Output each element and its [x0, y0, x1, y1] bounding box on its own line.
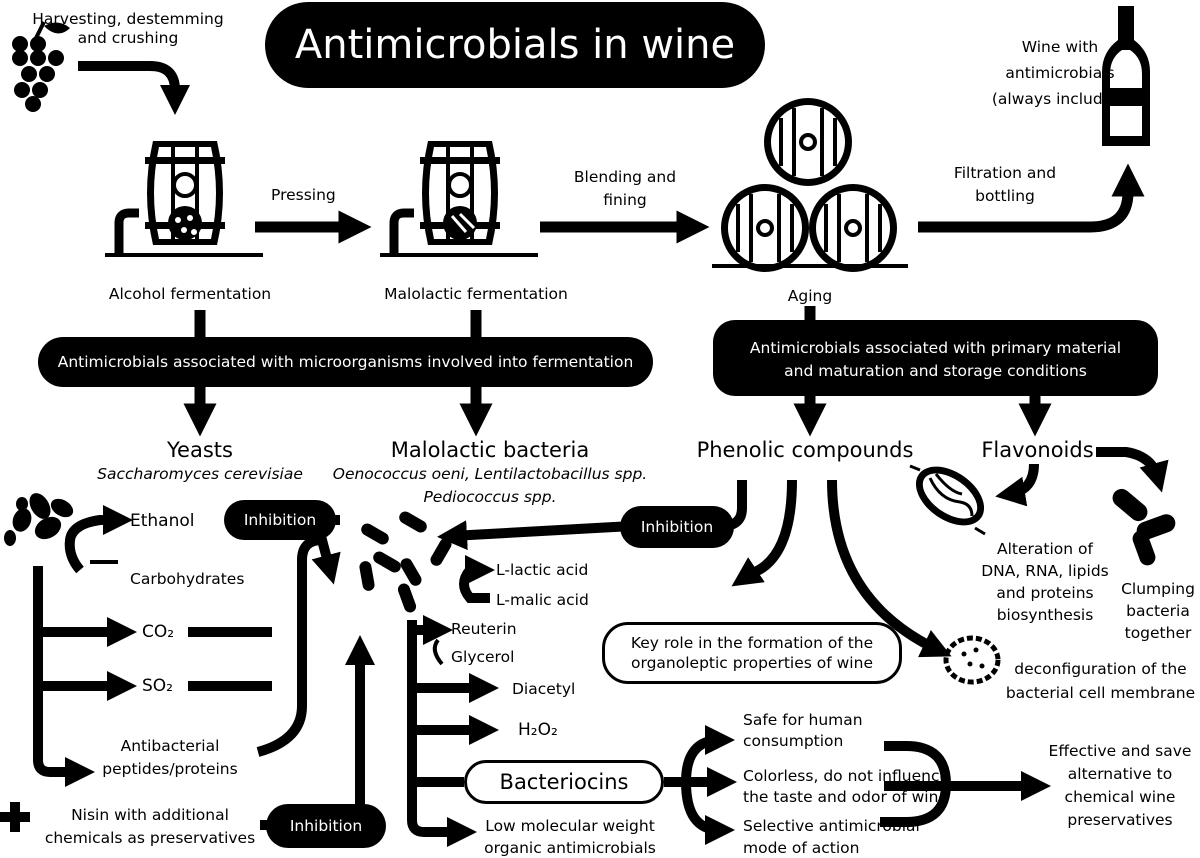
yeast-branches — [33, 505, 341, 787]
selective-line-1: Selective antimicrobial — [743, 817, 920, 835]
wine-bottle-icon — [1102, 6, 1150, 146]
clump-line-3: together — [1124, 624, 1192, 642]
product-nisin-1: Nisin with additional — [71, 806, 229, 824]
banner-microorganisms — [38, 337, 653, 387]
product-lactic: L-lactic acid — [496, 561, 589, 579]
product-co2: CO₂ — [142, 622, 175, 642]
inhibition-pill-phenolic: Inhibition — [620, 506, 734, 548]
product-carbohydrates: Carbohydrates — [130, 570, 245, 588]
dna-line-4: biosynthesis — [996, 606, 1094, 624]
clumped-bacteria-icon — [1112, 488, 1176, 566]
label-blending-2: fining — [603, 191, 647, 209]
dna-line-3: and proteins — [996, 584, 1094, 602]
phenolic-branches — [731, 479, 952, 658]
product-peptides-1: Antibacterial — [120, 737, 220, 755]
cell-membrane-icon — [943, 635, 1001, 685]
barrel-icon — [380, 141, 538, 255]
selective-line-2: mode of action — [743, 839, 860, 857]
product-reuterin: Reuterin — [451, 620, 517, 638]
inhibition-pill-nisin: Inhibition — [266, 804, 386, 848]
group-yeasts: Yeasts — [167, 438, 233, 462]
label-pressing: Pressing — [271, 186, 336, 204]
product-lmw-2: organic antimicrobials — [484, 839, 656, 857]
plus-icon — [0, 802, 30, 832]
group-flavonoids: Flavonoids — [981, 438, 1094, 462]
label-aging: Aging — [787, 287, 833, 305]
group-mlb: Malolactic bacteria — [390, 438, 590, 462]
title-pill — [265, 2, 765, 88]
product-h2o2: H₂O₂ — [518, 720, 558, 740]
group-yeasts-species: Saccharomyces cerevisiae — [97, 465, 303, 483]
label-filtration-1: Filtration and — [953, 164, 1057, 182]
label-harvest: Harvesting, destemming and crushing — [32, 10, 224, 47]
product-glycerol: Glycerol — [451, 648, 515, 666]
membrane-line-2: bacterial cell membrane — [1005, 684, 1196, 702]
barrel-pattern-icon — [175, 212, 476, 235]
inhibition-pill-ethanol: Inhibition — [224, 500, 336, 540]
arrow-bottling — [918, 163, 1145, 233]
group-phenolic: Phenolic compounds — [696, 438, 914, 462]
label-wine-final-2: antimicrobials — [1005, 64, 1115, 82]
safe-line-1: Safe for human — [743, 711, 863, 729]
product-ethanol: Ethanol — [130, 511, 195, 531]
clump-line-1: Clumping — [1121, 580, 1195, 598]
product-nisin-2: chemicals as preservatives — [44, 829, 256, 847]
key-role-box: Key role in the formation of the organol… — [602, 622, 902, 684]
banner-primary-material — [713, 320, 1158, 396]
label-filtration-2: bottling — [975, 187, 1035, 205]
barrel-icon — [105, 141, 263, 255]
dna-line-1: Alteration of — [997, 540, 1093, 558]
dna-line-2: DNA, RNA, lipids — [981, 562, 1109, 580]
arrow-harvest — [78, 61, 190, 115]
dna-bacterium-icon — [909, 464, 986, 536]
clump-line-2: bacteria — [1126, 602, 1190, 620]
product-diacetyl: Diacetyl — [512, 680, 576, 698]
barrels-stack-icon — [712, 96, 908, 274]
product-peptides-2: peptides/proteins — [102, 760, 238, 778]
banner-primary-text-1: Antimicrobials associated with primary m… — [749, 339, 1122, 357]
key-role-line-2: organoleptic properties of wine — [631, 654, 873, 672]
banner-microorganisms-text: Antimicrobials associated with microorga… — [57, 353, 634, 371]
membrane-line-1: deconfiguration of the — [1014, 660, 1187, 678]
safe-line-2: consumption — [743, 732, 844, 750]
label-blending-1: Blending and — [573, 168, 677, 186]
key-role-line-1: Key role in the formation of the — [630, 634, 874, 652]
label-wine-final-3: (always included) — [991, 90, 1129, 108]
label-wine-final-1: Wine with — [1021, 38, 1099, 56]
bacteria-icon — [359, 511, 452, 613]
yeast-icon — [4, 493, 74, 546]
conclusion-line-2: alternative to — [1067, 765, 1173, 783]
bacteria-branches — [407, 555, 1051, 847]
product-lmw-1: Low molecular weight — [485, 817, 655, 835]
conclusion-line-3: chemical wine — [1064, 788, 1176, 806]
colorless-line-2: the taste and odor of wine — [743, 788, 948, 806]
group-mlb-species-2: Pediococcus spp. — [423, 488, 557, 506]
product-so2: SO₂ — [142, 676, 173, 696]
conclusion-line-1: Effective and save — [1048, 742, 1192, 760]
colorless-line-1: Colorless, do not influence — [743, 767, 950, 785]
label-alcohol-fermentation: Alcohol fermentation — [108, 285, 272, 303]
label-malolactic-fermentation: Malolactic fermentation — [384, 285, 568, 303]
page-title: Antimicrobials in wine — [294, 22, 736, 68]
banner-primary-text-2: and maturation and storage conditions — [784, 362, 1087, 380]
flavonoid-branches — [995, 447, 1169, 507]
group-mlb-species-1: Oenococcus oeni, Lentilactobacillus spp. — [332, 465, 648, 483]
product-malic: L-malic acid — [496, 591, 589, 609]
product-bacteriocins: Bacteriocins — [464, 760, 664, 804]
conclusion-line-4: preservatives — [1067, 811, 1173, 829]
grapes-icon — [12, 21, 70, 112]
